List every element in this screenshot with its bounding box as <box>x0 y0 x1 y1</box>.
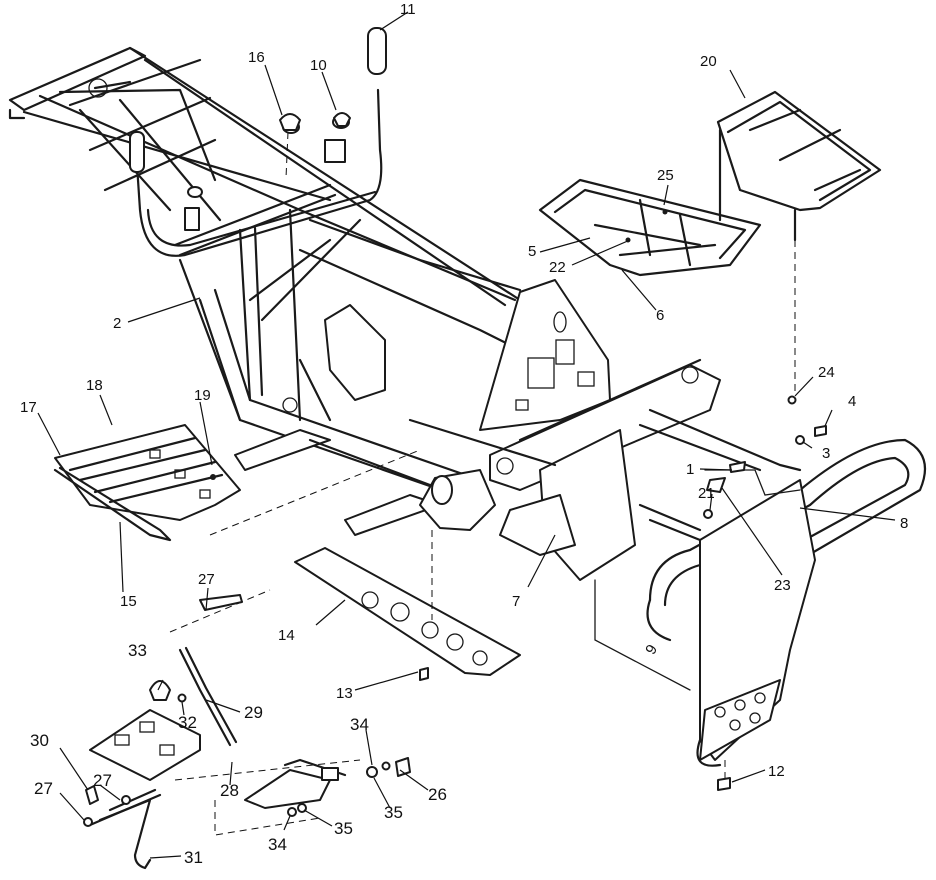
callout-16: 16 <box>248 49 265 66</box>
callout-27-top: 27 <box>198 571 215 588</box>
callout-7: 7 <box>512 593 520 610</box>
callout-23: 23 <box>774 577 791 594</box>
callout-27-left: 27 <box>34 779 53 798</box>
callout-28: 28 <box>220 781 239 800</box>
callout-2: 2 <box>113 315 121 332</box>
callout-12: 12 <box>768 763 785 780</box>
callout-labels: 11 16 10 20 2 18 17 19 15 25 5 22 6 24 4… <box>20 1 908 867</box>
callout-9: 9 <box>642 642 661 658</box>
callout-20: 20 <box>700 53 717 70</box>
callout-34-bottom: 34 <box>268 835 287 854</box>
leader-lines <box>37 11 896 859</box>
step-bracket-assembly <box>83 589 411 870</box>
callout-6: 6 <box>656 307 664 324</box>
callout-32: 32 <box>178 713 197 732</box>
callout-14: 14 <box>278 627 295 644</box>
callout-33: 33 <box>128 641 147 660</box>
footrest-assembly <box>53 424 421 542</box>
callout-21: 21 <box>698 485 715 502</box>
front-rack <box>538 178 796 395</box>
bumper-mount-hardware <box>703 395 827 519</box>
callout-35-right: 35 <box>384 803 403 822</box>
callout-13: 13 <box>336 685 353 702</box>
callout-22: 22 <box>549 259 566 276</box>
callout-17: 17 <box>20 399 37 416</box>
main-frame <box>8 27 802 581</box>
callout-25: 25 <box>657 167 674 184</box>
callout-19: 19 <box>194 387 211 404</box>
callout-4: 4 <box>848 393 856 410</box>
callout-5: 5 <box>528 243 536 260</box>
callout-18: 18 <box>86 377 103 394</box>
callout-29: 29 <box>244 703 263 722</box>
callout-24: 24 <box>818 364 835 381</box>
callout-3: 3 <box>822 445 830 462</box>
callout-35-left: 35 <box>334 819 353 838</box>
callout-30: 30 <box>30 731 49 750</box>
callout-26: 26 <box>428 785 447 804</box>
callout-8: 8 <box>900 515 908 532</box>
rear-fasteners <box>279 112 351 179</box>
callout-10: 10 <box>310 57 327 74</box>
callout-11: 11 <box>400 1 416 18</box>
callout-1: 1 <box>686 461 694 478</box>
front-bumper <box>594 438 927 791</box>
callout-31: 31 <box>184 848 203 867</box>
callout-15: 15 <box>120 593 137 610</box>
rear-rack <box>716 90 882 242</box>
callout-27-mid: 27 <box>93 771 112 790</box>
skid-plate <box>294 530 521 681</box>
callout-34-top: 34 <box>350 715 369 734</box>
